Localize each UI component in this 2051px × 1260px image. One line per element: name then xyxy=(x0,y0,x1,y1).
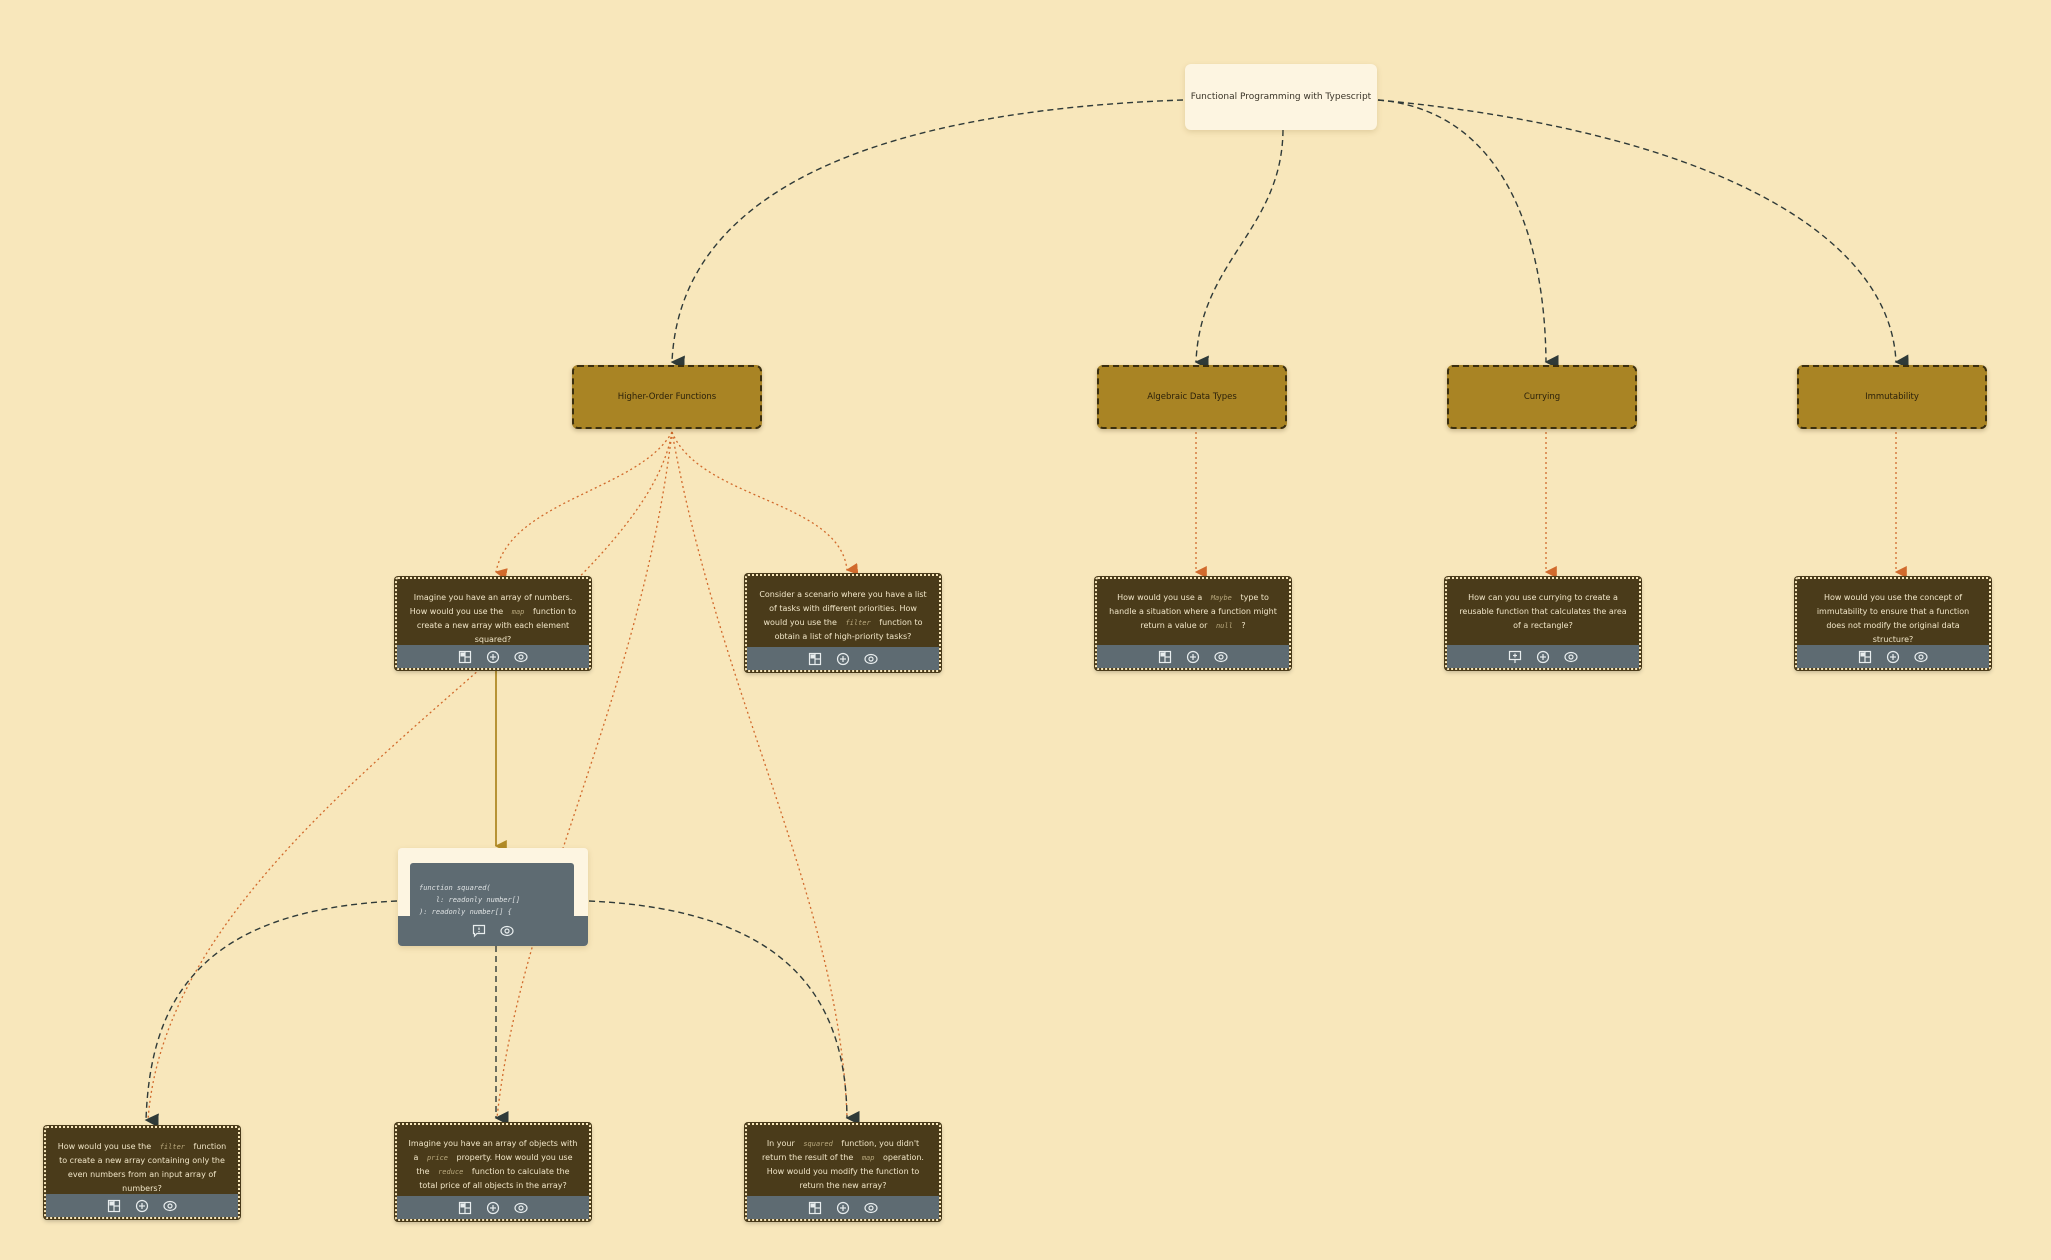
eye-icon[interactable] xyxy=(514,1201,528,1215)
code-node-squared[interactable]: function squared( l: readonly number[] )… xyxy=(398,848,588,946)
edge-code-even xyxy=(144,900,398,1128)
inline-code: filter xyxy=(845,619,871,627)
inline-code: null xyxy=(1215,622,1233,630)
root-label: Functional Programming with Typescript xyxy=(1190,92,1372,102)
question-node-currying[interactable]: How can you use currying to create a reu… xyxy=(1445,577,1641,670)
layout-icon[interactable] xyxy=(808,1201,822,1215)
question-toolbar xyxy=(1447,645,1639,668)
comment-icon[interactable] xyxy=(472,924,486,938)
topic-label: Immutability xyxy=(1865,392,1919,402)
question-toolbar xyxy=(397,1196,589,1219)
question-text: In your squared function, you didn't ret… xyxy=(762,1139,924,1190)
inline-code: map xyxy=(861,1154,875,1162)
eye-icon[interactable] xyxy=(514,650,528,664)
question-toolbar xyxy=(747,1196,939,1219)
edge-root-hof xyxy=(670,99,1184,370)
topic-label: Algebraic Data Types xyxy=(1147,392,1237,402)
question-toolbar xyxy=(1097,645,1289,668)
question-toolbar xyxy=(747,647,939,670)
add-circle-icon[interactable] xyxy=(1886,650,1900,664)
edge-root-adt xyxy=(1194,129,1284,370)
edge-hof-squared xyxy=(671,431,848,1119)
question-toolbar xyxy=(46,1194,238,1217)
inline-code: Maybe xyxy=(1210,594,1232,602)
edge-hof-even xyxy=(147,431,673,1121)
add-circle-icon[interactable] xyxy=(836,1201,850,1215)
eye-icon[interactable] xyxy=(1914,650,1928,664)
topic-node-currying[interactable]: Currying xyxy=(1447,365,1637,429)
question-text: How would you use the filter function to… xyxy=(57,1142,227,1193)
question-text: How would you use the concept of immutab… xyxy=(1816,593,1970,644)
question-node-immutability[interactable]: How would you use the concept of immutab… xyxy=(1795,577,1991,670)
question-node-map[interactable]: Imagine you have an array of numbers. Ho… xyxy=(395,577,591,670)
question-toolbar xyxy=(397,645,589,668)
add-circle-icon[interactable] xyxy=(486,1201,500,1215)
inline-code: map xyxy=(511,608,525,616)
layout-icon[interactable] xyxy=(458,650,472,664)
topic-node-immutability[interactable]: Immutability xyxy=(1797,365,1987,429)
presentation-icon[interactable] xyxy=(1508,650,1522,664)
layout-icon[interactable] xyxy=(808,652,822,666)
question-node-squared-return[interactable]: In your squared function, you didn't ret… xyxy=(745,1123,941,1221)
eye-icon[interactable] xyxy=(864,1201,878,1215)
code-toolbar xyxy=(398,916,588,946)
question-node-filter-priority[interactable]: Consider a scenario where you have a lis… xyxy=(745,574,941,672)
eye-icon[interactable] xyxy=(1564,650,1578,664)
question-text: How can you use currying to create a reu… xyxy=(1459,593,1627,630)
edge-root-imm xyxy=(1377,99,1909,369)
inline-code: squared xyxy=(803,1140,833,1148)
question-node-filter-even[interactable]: How would you use the filter function to… xyxy=(44,1126,240,1219)
topic-node-higher-order-functions[interactable]: Higher-Order Functions xyxy=(572,365,762,429)
layout-icon[interactable] xyxy=(107,1199,121,1213)
topic-label: Currying xyxy=(1523,392,1561,402)
edge-root-cur xyxy=(1377,99,1559,369)
question-text: How would you use a Maybe type to handle… xyxy=(1109,593,1277,630)
add-circle-icon[interactable] xyxy=(1186,650,1200,664)
inline-code: reduce xyxy=(438,1168,464,1176)
eye-icon[interactable] xyxy=(500,924,514,938)
add-circle-icon[interactable] xyxy=(486,650,500,664)
eye-icon[interactable] xyxy=(163,1199,177,1213)
inline-code: price xyxy=(426,1154,449,1162)
inline-code: filter xyxy=(159,1143,186,1151)
question-text: Consider a scenario where you have a lis… xyxy=(759,590,927,641)
question-node-maybe[interactable]: How would you use a Maybe type to handle… xyxy=(1095,577,1291,670)
edge-hof-priority xyxy=(671,431,859,575)
eye-icon[interactable] xyxy=(864,652,878,666)
layout-icon[interactable] xyxy=(458,1201,472,1215)
edge-hof-reduce xyxy=(496,431,673,1119)
edge-code-squared xyxy=(588,900,860,1125)
topic-label: Higher-Order Functions xyxy=(617,392,717,402)
add-circle-icon[interactable] xyxy=(135,1199,149,1213)
question-text: Imagine you have an array of numbers. Ho… xyxy=(409,593,577,644)
question-node-reduce[interactable]: Imagine you have an array of objects wit… xyxy=(395,1123,591,1221)
layout-icon[interactable] xyxy=(1158,650,1172,664)
question-toolbar xyxy=(1797,645,1989,668)
question-text: Imagine you have an array of objects wit… xyxy=(408,1139,578,1190)
root-node[interactable]: Functional Programming with Typescript xyxy=(1185,64,1377,130)
eye-icon[interactable] xyxy=(1214,650,1228,664)
add-circle-icon[interactable] xyxy=(836,652,850,666)
layout-icon[interactable] xyxy=(1858,650,1872,664)
add-circle-icon[interactable] xyxy=(1536,650,1550,664)
edge-hof-map xyxy=(494,431,673,580)
topic-node-algebraic-data-types[interactable]: Algebraic Data Types xyxy=(1097,365,1287,429)
